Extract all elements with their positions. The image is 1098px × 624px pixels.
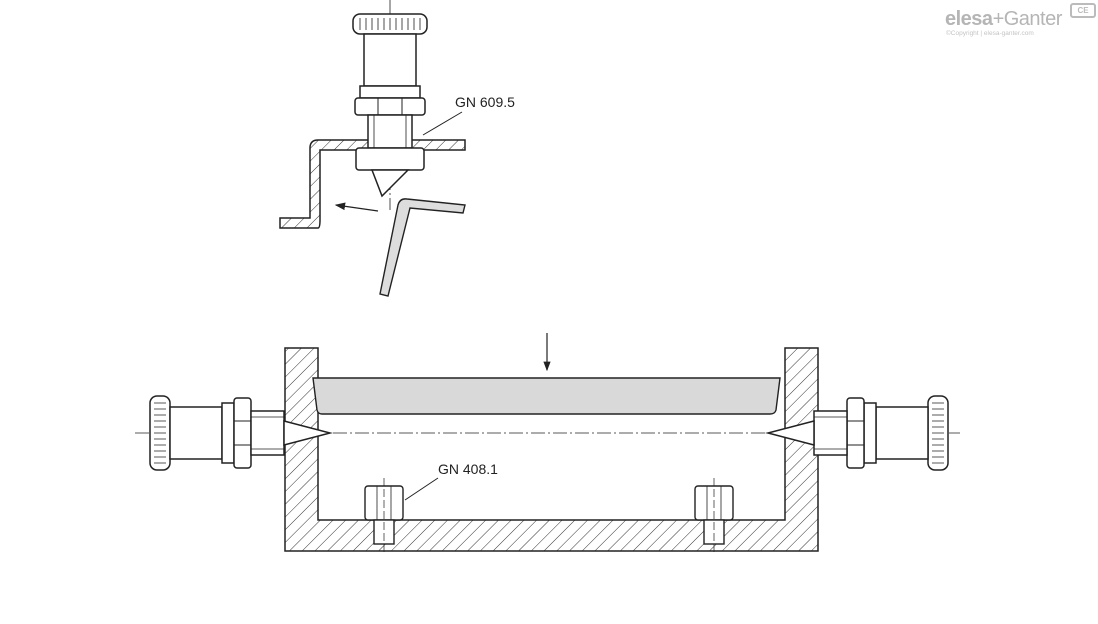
plunger-pin [370,169,410,198]
direction-arrow [334,202,379,212]
lock-nut [355,147,425,171]
plunger-gn-609-5 [352,13,428,149]
logo-brand-a: elesa [945,8,993,30]
label-gn-609-5: GN 609.5 [455,94,515,110]
ce-mark: CE [1070,3,1096,18]
sheet-metal-plate [279,139,466,229]
label-gn-408-1: GN 408.1 [438,461,498,477]
elesa-ganter-logo: elesa+Ganter [945,8,1062,31]
bottom-assembly [135,333,960,552]
plunger-left [149,395,333,471]
plunger-right [765,395,949,471]
copyright-text: ©Copyright | elesa-ganter.com [946,30,1034,37]
logo-brand-b: +Ganter [992,8,1063,30]
top-assembly [279,0,466,297]
workpiece [312,377,781,415]
hex-key [379,198,466,297]
